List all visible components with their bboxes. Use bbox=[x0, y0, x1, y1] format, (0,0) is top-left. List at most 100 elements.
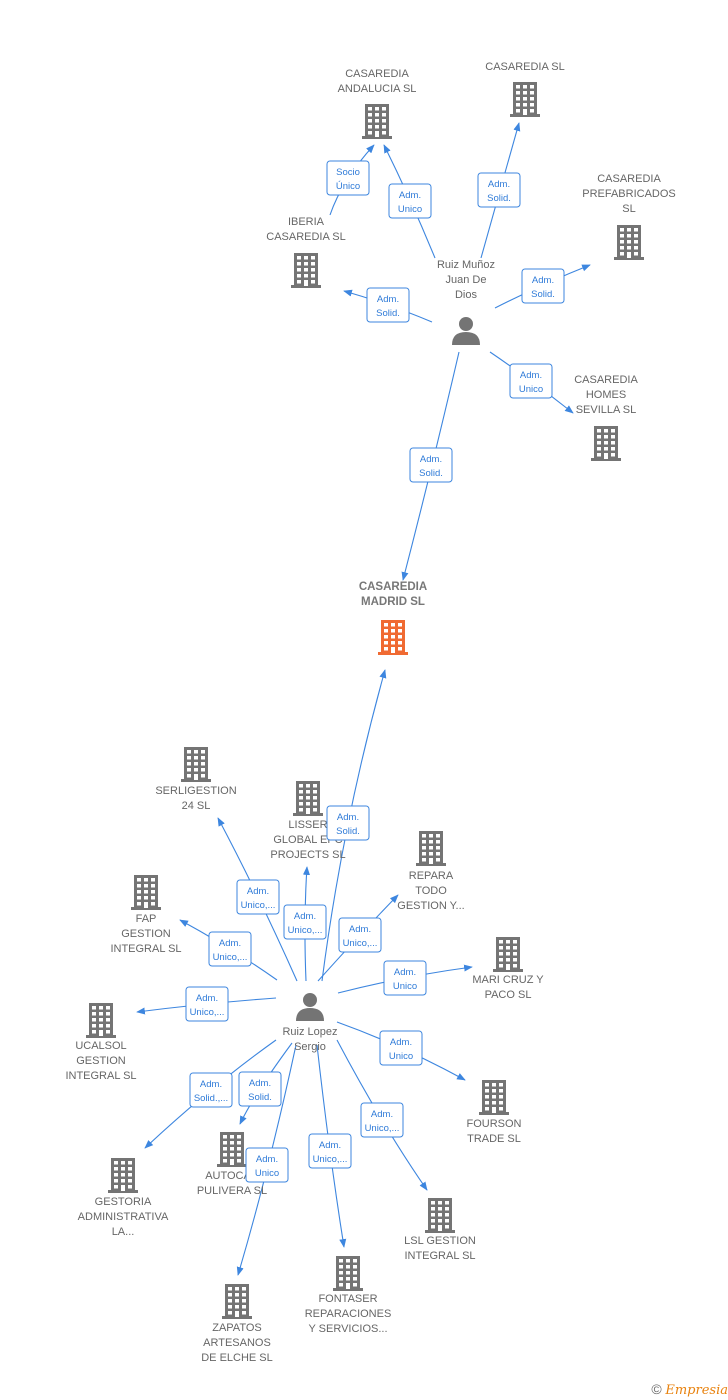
building-window bbox=[597, 429, 601, 433]
building-window bbox=[201, 762, 205, 766]
building-window bbox=[313, 796, 317, 800]
role-text-line: Unico bbox=[389, 1051, 413, 1062]
building-window bbox=[313, 808, 317, 812]
building-icon bbox=[493, 937, 523, 972]
building-window bbox=[620, 228, 624, 232]
role-box bbox=[521, 268, 565, 304]
node-label-line: CASAREDIA bbox=[345, 68, 409, 80]
role-label-munoz-iberia[interactable]: Adm.Solid. bbox=[366, 287, 410, 323]
role-label-lopez-gestoria[interactable]: Adm.Solid.,... bbox=[189, 1072, 233, 1108]
building-window bbox=[634, 228, 638, 232]
role-label-lopez-lisser[interactable]: Adm.Unico,... bbox=[283, 904, 327, 940]
role-text-line: Adm. bbox=[377, 294, 399, 305]
building-icon bbox=[131, 875, 161, 910]
building-window bbox=[353, 1277, 357, 1281]
building-door bbox=[346, 1283, 350, 1289]
footer-brand[interactable]: © Empresia bbox=[651, 1381, 728, 1398]
building-door bbox=[391, 647, 395, 653]
role-label-munoz-madrid[interactable]: Adm.Solid. bbox=[409, 447, 453, 483]
node-label-line: Ruiz Lopez bbox=[282, 1026, 337, 1038]
building-window bbox=[346, 1259, 350, 1263]
role-label-lopez-zapatos[interactable]: Adm.Unico bbox=[245, 1147, 289, 1183]
building-window bbox=[92, 1012, 96, 1016]
building-window bbox=[306, 802, 310, 806]
building-door bbox=[375, 131, 379, 137]
role-label-munoz-andalucia[interactable]: Adm.Unico bbox=[388, 183, 432, 219]
building-window bbox=[194, 750, 198, 754]
building-window bbox=[492, 1083, 496, 1087]
building-window bbox=[523, 97, 527, 101]
building-window bbox=[438, 1213, 442, 1217]
building-window bbox=[106, 1012, 110, 1016]
company-node-casaredia-sl[interactable]: CASAREDIA SL bbox=[485, 61, 565, 117]
role-label-munoz-homes[interactable]: Adm.Unico bbox=[509, 363, 553, 399]
role-label-munoz-casaredia-sl[interactable]: Adm.Solid. bbox=[477, 172, 521, 208]
building-base bbox=[614, 257, 644, 260]
node-label-line: TRADE SL bbox=[467, 1133, 521, 1145]
building-window bbox=[611, 447, 615, 451]
role-label-lopez-autocar[interactable]: Adm.Solid. bbox=[238, 1071, 282, 1107]
building-window bbox=[144, 890, 148, 894]
building-window bbox=[346, 1265, 350, 1269]
node-label: CASAREDIA ANDALUCIA SL bbox=[338, 68, 417, 95]
person-icon bbox=[452, 317, 480, 345]
building-window bbox=[151, 896, 155, 900]
role-label-lopez-lsl[interactable]: Adm.Unico,... bbox=[360, 1102, 404, 1138]
role-label-lopez-repara[interactable]: Adm.Unico,... bbox=[338, 917, 382, 953]
building-base bbox=[217, 1164, 247, 1167]
building-window bbox=[382, 131, 386, 135]
building-door bbox=[604, 453, 608, 459]
company-node-casaredia-andalucia[interactable]: CASAREDIA ANDALUCIA SL bbox=[338, 68, 417, 139]
building-window bbox=[436, 852, 440, 856]
role-box bbox=[366, 287, 410, 323]
building-window bbox=[99, 1024, 103, 1028]
node-label-line: ANDALUCIA SL bbox=[338, 83, 417, 95]
building-window bbox=[201, 750, 205, 754]
role-label-lopez-maricruz[interactable]: Adm.Unico bbox=[383, 960, 427, 996]
role-box bbox=[388, 183, 432, 219]
role-label-lopez-fourson[interactable]: Adm.Unico bbox=[379, 1030, 423, 1066]
building-window bbox=[611, 429, 615, 433]
building-window bbox=[137, 896, 141, 900]
role-label-lopez-fap[interactable]: Adm.Unico,... bbox=[208, 931, 252, 967]
node-label-line: PREFABRICADOS bbox=[582, 188, 676, 200]
role-label-lopez-madrid[interactable]: Adm.Solid. bbox=[326, 805, 370, 841]
building-window bbox=[201, 774, 205, 778]
role-label-munoz-prefabricados[interactable]: Adm.Solid. bbox=[521, 268, 565, 304]
building-window bbox=[391, 641, 395, 645]
building-window bbox=[313, 802, 317, 806]
role-label-lopez-fontaser[interactable]: Adm.Unico,... bbox=[308, 1133, 352, 1169]
building-window bbox=[499, 1107, 503, 1111]
node-label-line: CASAREDIA SL bbox=[485, 61, 564, 73]
role-label-lopez-ucalsol[interactable]: Adm.Unico,... bbox=[185, 986, 229, 1022]
role-text: Adm.Unico,... bbox=[190, 993, 225, 1018]
role-box bbox=[326, 805, 370, 841]
building-base bbox=[333, 1288, 363, 1291]
building-window bbox=[106, 1018, 110, 1022]
building-window bbox=[523, 103, 527, 107]
building-base bbox=[291, 285, 321, 288]
role-label-lopez-serligestion[interactable]: Adm.Unico,... bbox=[236, 879, 280, 915]
